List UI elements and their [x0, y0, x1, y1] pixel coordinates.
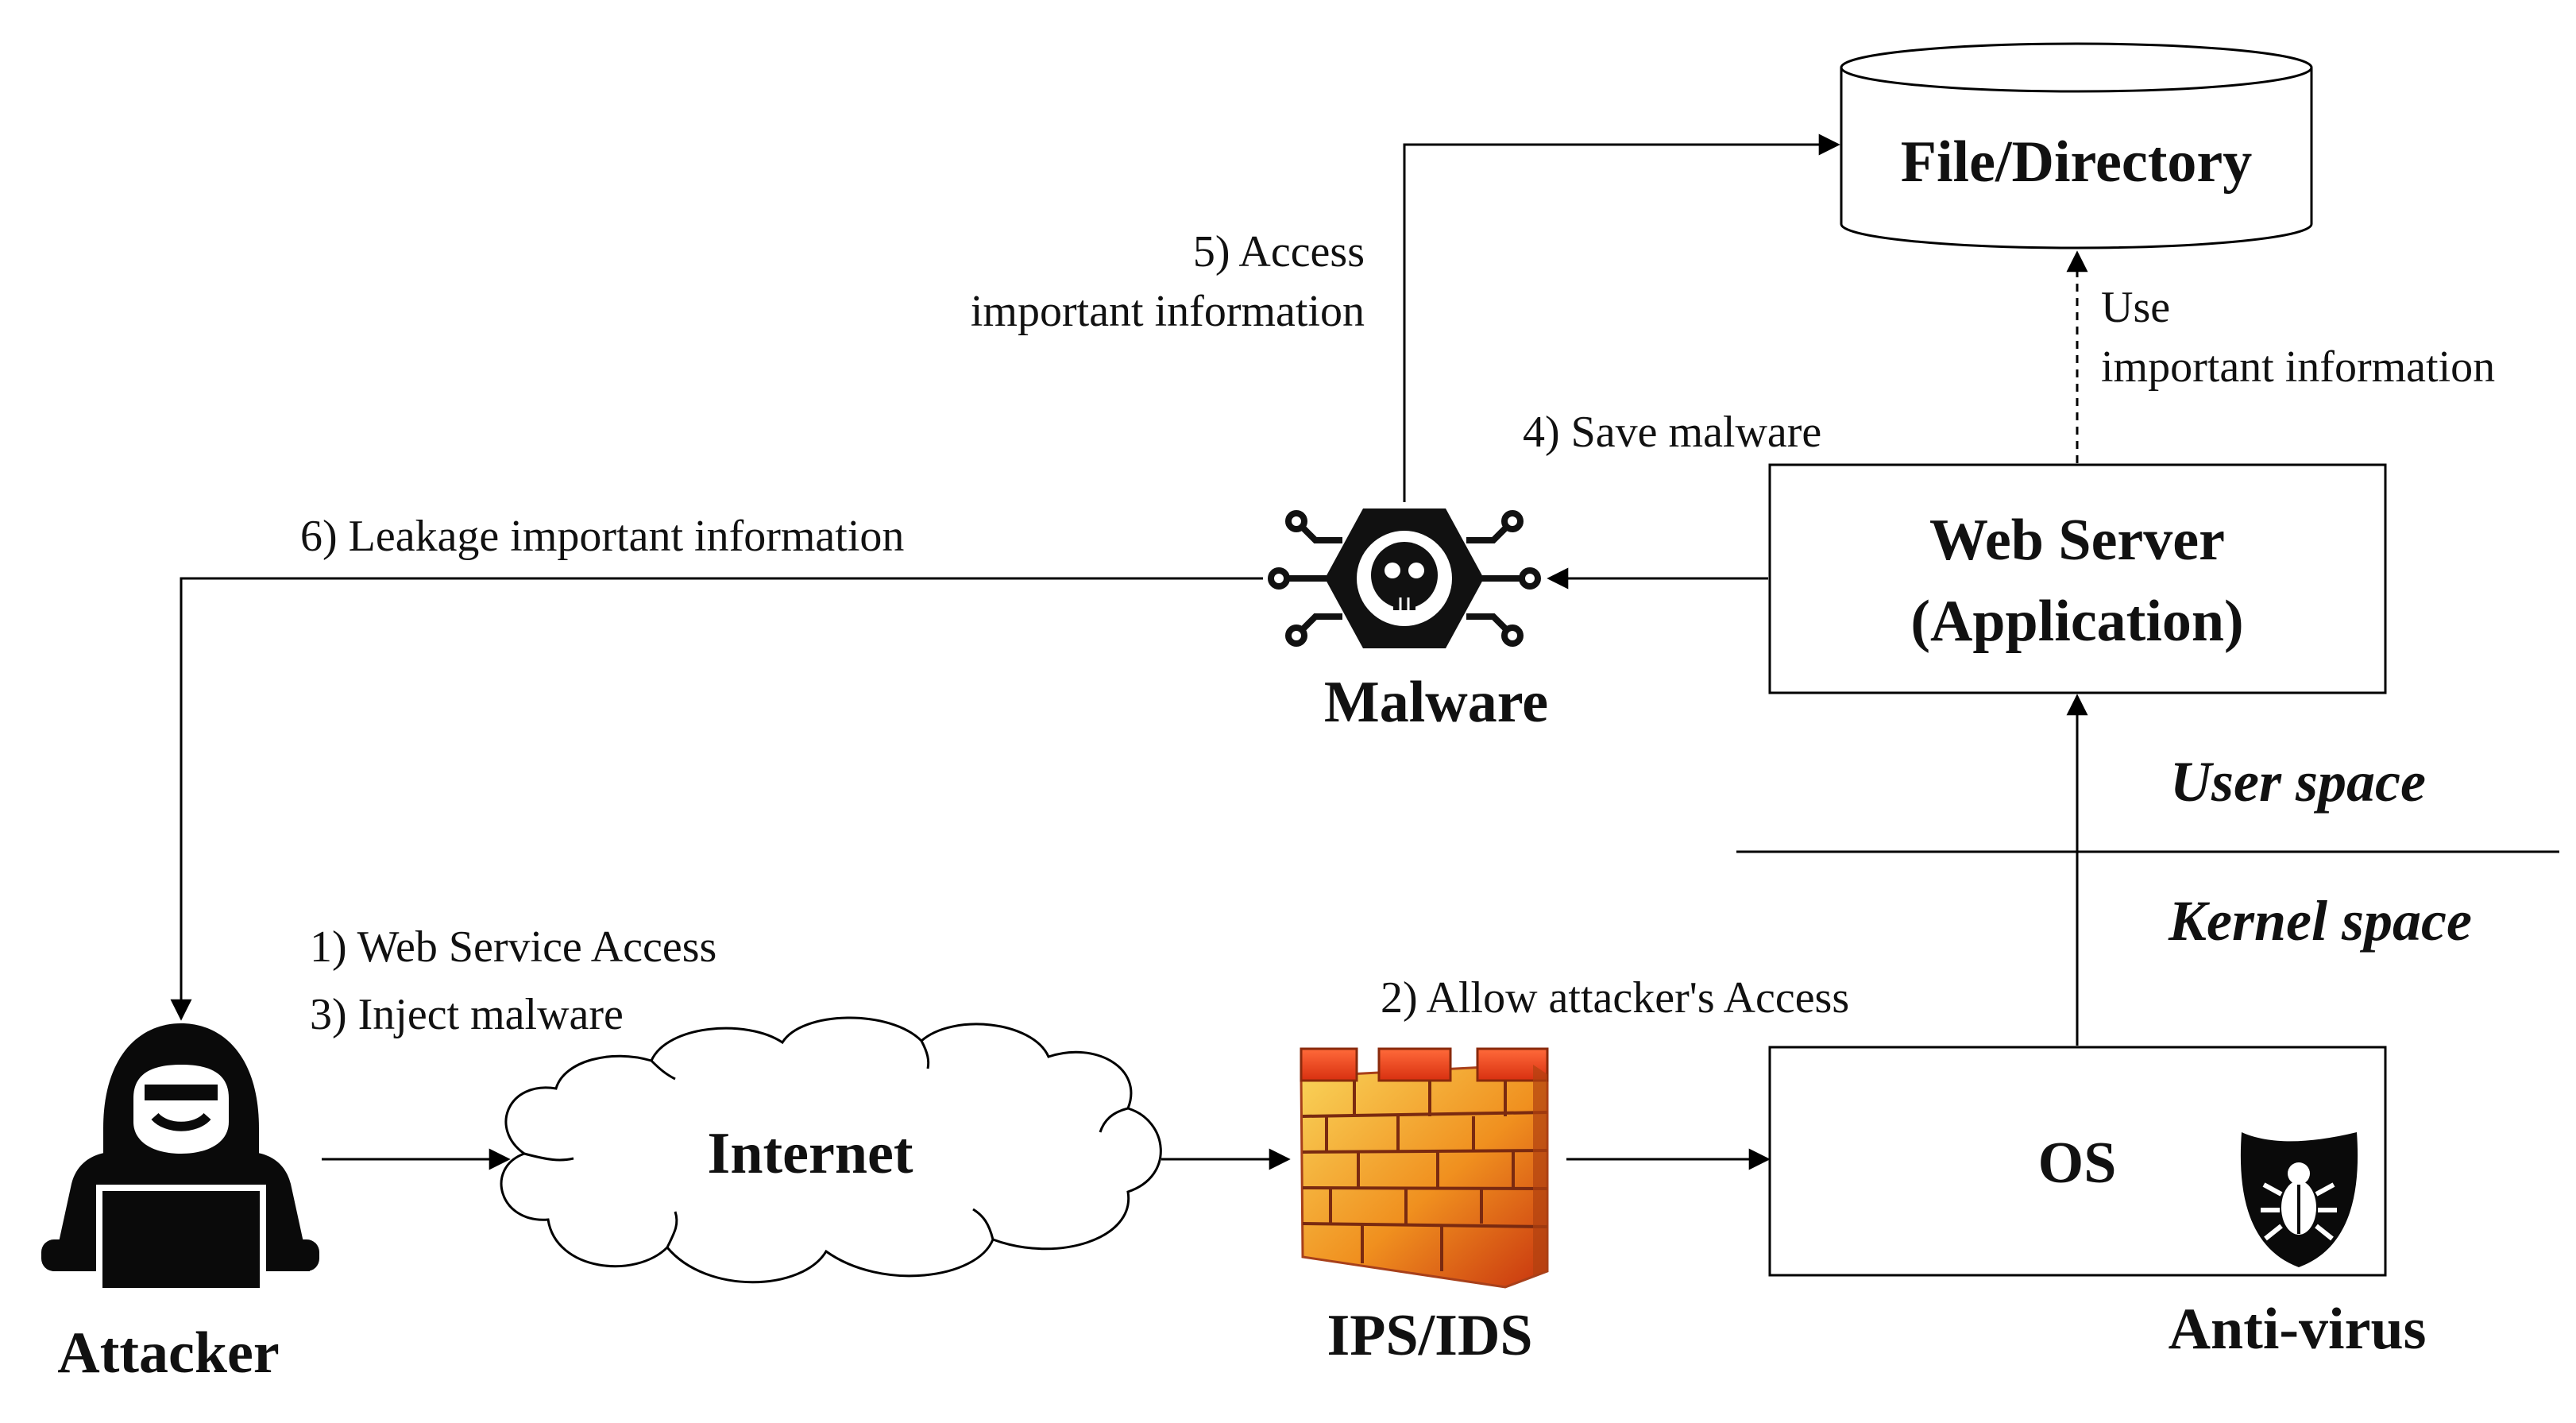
skull-hexagon-icon: [1268, 508, 1541, 648]
os-label: OS: [2038, 1131, 2117, 1196]
web-server-sublabel: (Application): [1910, 589, 2243, 654]
hooded-hacker-icon: [41, 1023, 319, 1294]
web-server-node: Web Server (Application): [1768, 463, 2387, 694]
step2-label: 2) Allow attacker's Access: [1381, 973, 1849, 1023]
file-directory-label: File/Directory: [1901, 130, 2252, 195]
os-node: OS: [1768, 1046, 2387, 1277]
brick-firewall-icon: [1300, 1047, 1549, 1289]
arrow-malware-to-attacker: [170, 577, 1263, 1021]
step4-label: 4) Save malware: [1523, 408, 1821, 457]
cloud-icon: [500, 1016, 1162, 1284]
file-directory-node: File/Directory: [1840, 42, 2313, 249]
use-info-sublabel: important information: [2101, 342, 2495, 392]
attacker-label: Attacker: [57, 1321, 279, 1386]
step3-label: 3) Inject malware: [310, 990, 624, 1039]
user-space-label: User space: [2170, 750, 2426, 814]
malware-label: Malware: [1324, 670, 1548, 735]
kernel-space-label: Kernel space: [2168, 889, 2472, 953]
shield-bug-icon: [2240, 1132, 2358, 1267]
step5-sublabel: important information: [971, 287, 1365, 336]
step5-label: 5) Access: [1193, 227, 1365, 276]
web-server-label: Web Server: [1929, 508, 2225, 573]
step1-label: 1) Web Service Access: [310, 922, 716, 972]
ips-ids-label: IPS/IDS: [1327, 1303, 1532, 1368]
use-info-label: Use: [2101, 283, 2170, 332]
step6-label: 6) Leakage important information: [300, 512, 904, 561]
anti-virus-label: Anti-virus: [2169, 1297, 2427, 1362]
internet-label: Internet: [708, 1121, 913, 1186]
arrow-malware-to-file-directory: [1403, 133, 1840, 502]
